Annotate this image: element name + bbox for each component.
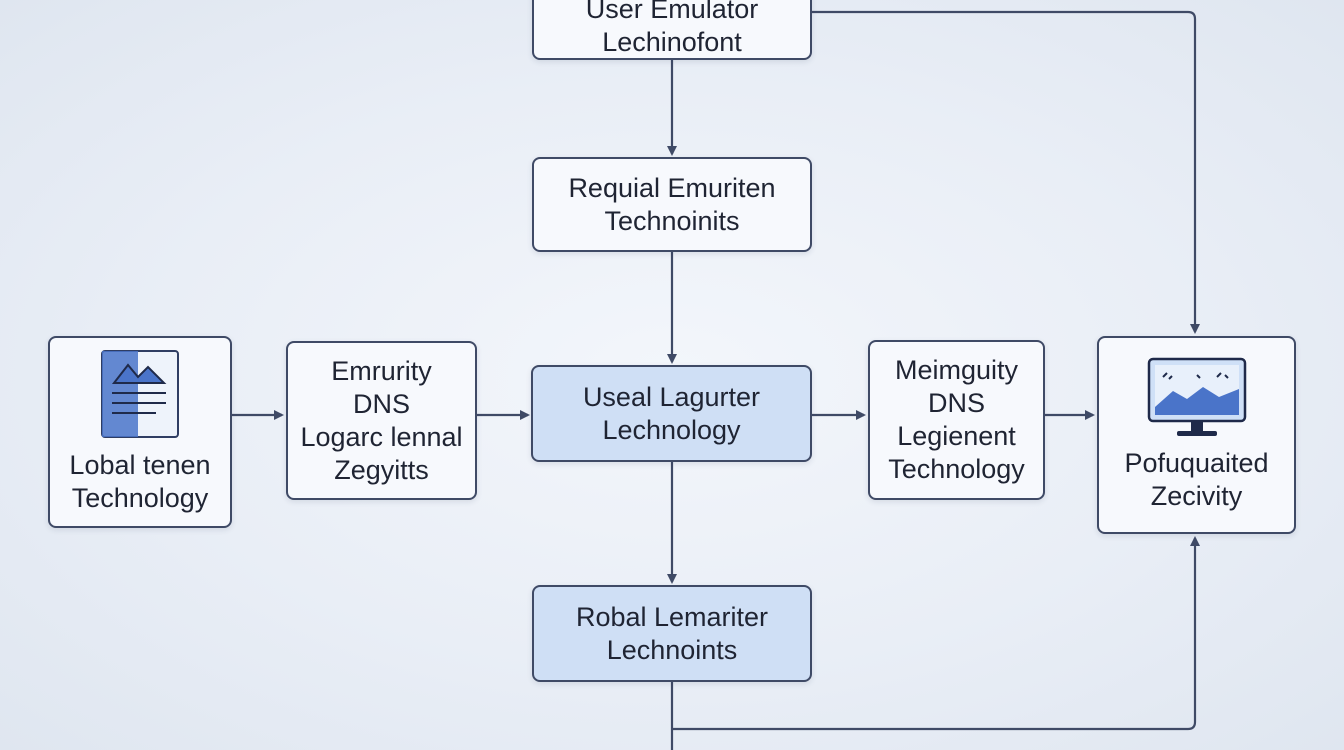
node-dnsright-line4: Technology [888,454,1025,484]
node-top-line1: User Emulator [585,0,759,24]
node-bottom-line2: Lechnoints [606,634,738,665]
node-useal-lagurter: Useal Lagurter Lechnology [531,365,812,462]
node-dnsleft-line2: DNS [352,388,410,419]
node-meimguity-dns: Meimguity DNS Legienent Technology [868,340,1045,500]
document-image-icon [101,350,179,438]
node-user-emulator: User Emulator Lechinofont [532,0,812,60]
node-left-line2: Technology [71,483,209,513]
node-top-line2: Lechinofont [602,27,742,57]
node-dnsright-line2: DNS [927,388,985,418]
node-emrurity-dns: Emrurity DNS Logarc lennal Zegyitts [286,341,477,500]
node-dnsleft-line4: Zegyitts [334,454,429,485]
node-left-line1: Lobal tenen [69,450,211,480]
arrow-bottom-to-right [670,538,1195,750]
node-dnsright-line1: Meimguity [894,355,1019,385]
node-requial-emuriten: Requial Emuriten Technoinits [532,157,812,252]
node-requal-line1: Requial Emuriten [568,172,776,203]
node-dnsleft-line3: Logarc lennal [300,421,463,452]
node-bottom-line1: Robal Lemariter [575,601,769,632]
node-lobal-tenen: Lobal tenen Technology [48,336,232,528]
node-center-line2: Lechnology [602,414,741,445]
node-robal-lemariter: Robal Lemariter Lechnoints [532,585,812,682]
node-dnsleft-line1: Emrurity [331,355,432,386]
node-right-line2: Zecivity [1150,481,1243,511]
node-requal-line2: Technoinits [604,205,740,236]
monitor-chart-icon [1147,357,1246,436]
node-right-line1: Pofuquaited [1124,448,1269,478]
node-dnsright-line3: Legienent [897,421,1016,451]
node-center-line1: Useal Lagurter [582,381,761,412]
arrow-top-to-right [812,10,1200,334]
node-pofuquaited: Pofuquaited Zecivity [1097,336,1296,534]
